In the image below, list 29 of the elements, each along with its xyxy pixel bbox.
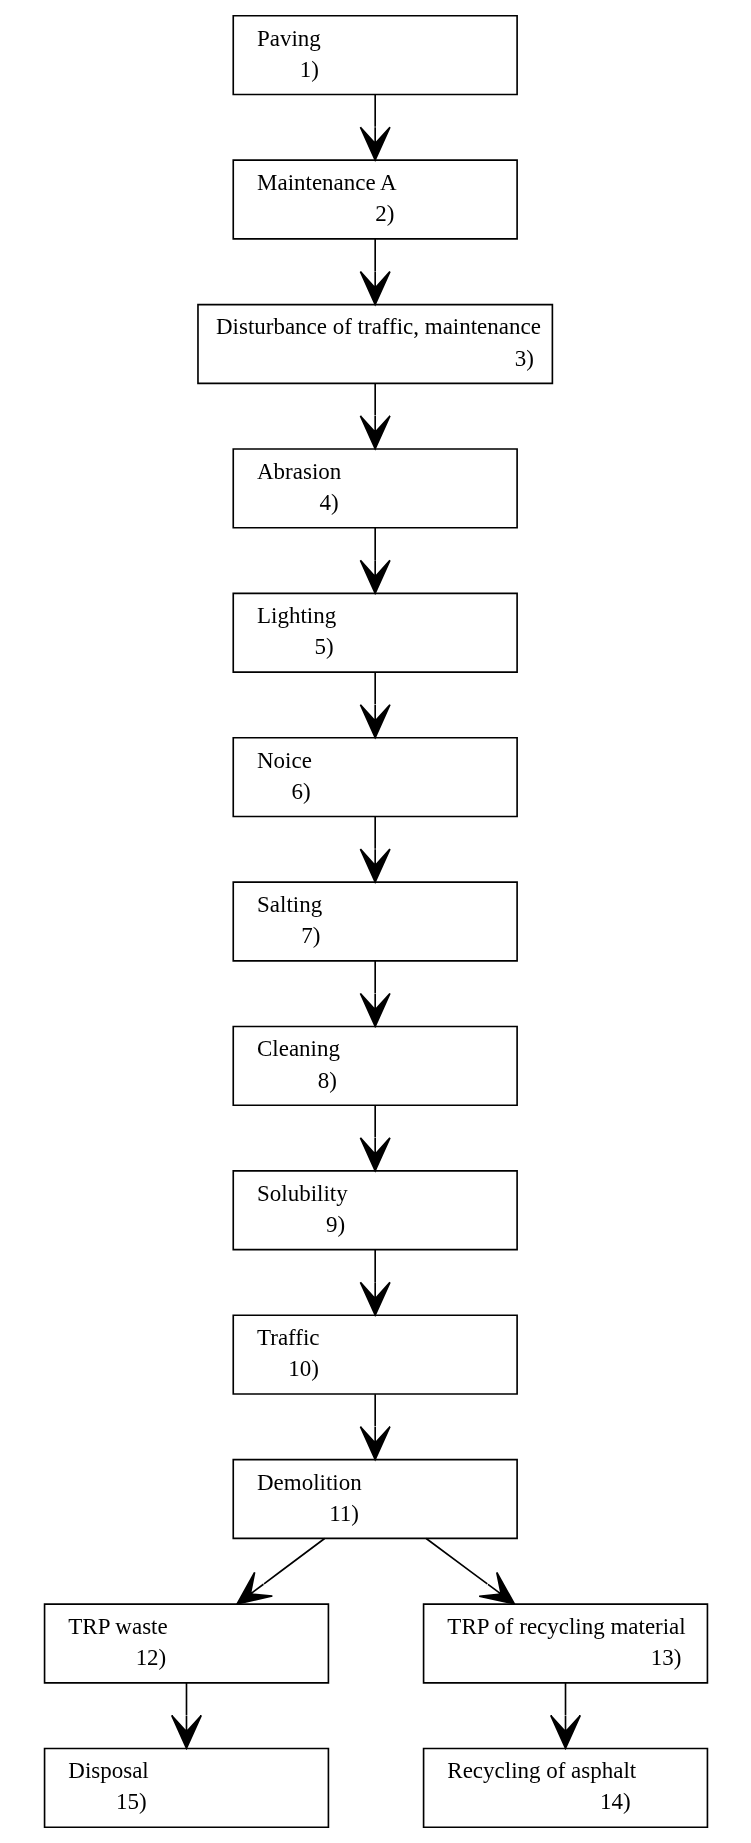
node-box: TRP waste 12) [43,1603,329,1684]
node-box: Cleaning 8) [231,1025,518,1107]
arrow [359,526,391,594]
node-box: Abrasion 4) [231,448,518,529]
arrow [359,671,391,739]
arrow [359,93,391,161]
node-box: TRP of recycling material 13) [422,1603,708,1684]
arrow [359,1104,391,1172]
arrow [424,1537,515,1605]
arrow [359,1393,391,1461]
arrow [359,382,391,450]
arrow [359,238,391,306]
arrow [235,1537,325,1605]
node-box: Lighting 5) [231,592,518,673]
node-box: Paving 1) [231,14,518,96]
arrow [170,1682,202,1750]
node-box: Solubility 9) [231,1170,518,1251]
node-box: Recycling of asphalt 14) [422,1747,708,1829]
arrow [359,1248,391,1316]
node-box: Disturbance of traffic, maintenance 3) [196,303,553,385]
node-box: Disposal 15) [43,1747,329,1829]
arrow [549,1682,581,1750]
node-box: Noice 6) [231,736,518,818]
node-box: Maintenance A 2) [231,159,518,240]
node-box: Salting 7) [231,881,518,962]
node-box: Traffic 10) [231,1314,518,1395]
arrow [359,960,391,1028]
arrow [359,815,391,883]
node-box: Demolition 11) [231,1458,518,1540]
